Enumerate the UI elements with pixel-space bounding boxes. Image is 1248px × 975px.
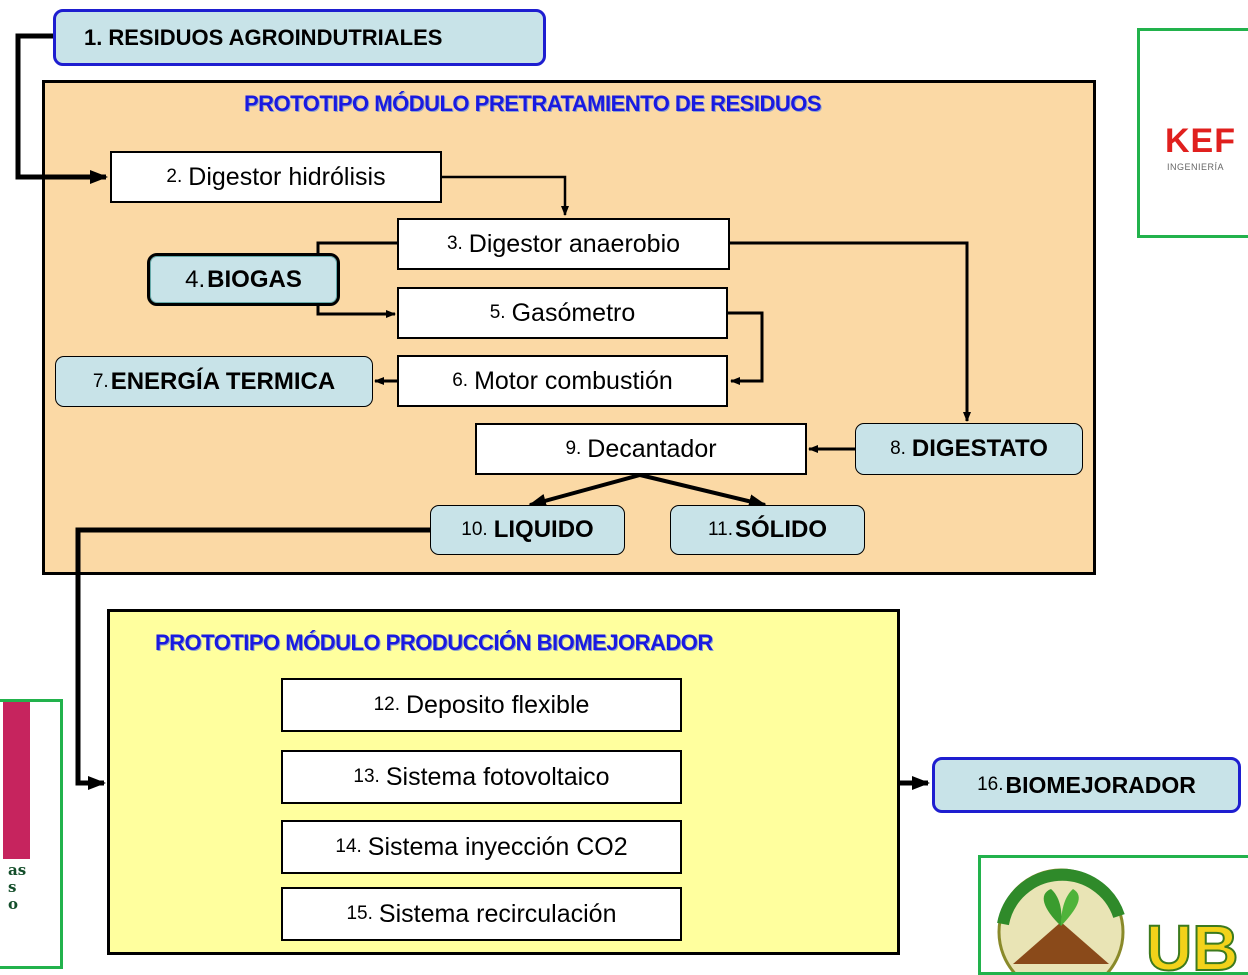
arrow-5-to-6 [728,311,764,385]
arrow-2-to-3 [442,175,569,216]
step-12-number: 12. [373,694,400,715]
step-2-digestor-hidrolisis: 2. Digestor hidrólisis [110,151,442,203]
step-7-number: 7. [92,370,109,392]
university-logo-line-3: o [8,895,19,913]
step-6-motor-combustion: 6. Motor combustión [397,355,728,407]
step-10-number: 10. [461,519,488,540]
ub-logo-frame: UB [978,855,1248,975]
arrow-9-to-11 [639,473,767,509]
step-13-sistema-fotovoltaico: 13. Sistema fotovoltaico [281,750,682,804]
step-4-number: 4. [185,265,206,293]
step-1-number: 1. [84,24,103,50]
step-12-deposito-flexible: 12. Deposito flexible [281,678,682,732]
step-2-number: 2. [166,166,183,187]
step-9-number: 9. [565,438,582,459]
university-logo-frame: as s o [0,699,63,969]
step-8-label: DIGESTATO [911,435,1048,462]
arrow-3-to-8 [730,241,971,422]
step-8-number: 8. [890,438,906,459]
step-11-label: SÓLIDO [735,516,828,543]
step-14-number: 14. [335,836,362,857]
arrow-9-to-10 [528,473,641,508]
step-7-label: ENERGÍA TERMICA [110,367,336,395]
residuos-input-box: 1. RESIDUOS AGROINDUTRIALES [53,9,546,66]
step-13-number: 13. [353,766,380,787]
step-16-label: BIOMEJORADOR [1005,771,1196,798]
university-logo-text: as s o [8,862,26,913]
step-2-label: Digestor hidrólisis [188,162,386,191]
step-16-number: 16. [977,774,1004,795]
step-3-label: Digestor anaerobio [468,229,681,258]
kef-logo-text: KEF [1165,122,1236,160]
step-14-label: Sistema inyección CO2 [367,832,628,861]
step-4-biogas: 4. BIOGAS [147,253,340,306]
kef-logo-subtitle: INGENIERÍA [1167,162,1225,172]
step-6-label: Motor combustión [474,366,673,395]
step-5-label: Gasómetro [511,298,636,327]
step-9-decantador: 9. Decantador [475,423,807,475]
university-logo-line-1: as [8,861,27,879]
step-11-number: 11. [707,519,733,540]
step-10-label: LIQUIDO [493,516,594,543]
module-pretratamiento-title: PROTOTIPO MÓDULO PRETRATAMIENTO DE RESID… [244,91,822,116]
step-5-number: 5. [489,302,506,323]
step-10-liquido: 10. LIQUIDO [430,505,625,555]
ub-logo-text: UB [1145,912,1239,975]
arrow-1-to-2 [15,33,108,184]
kef-logo-frame: KEF INGENIERÍA [1137,28,1248,238]
step-11-solido: 11. SÓLIDO [670,505,865,555]
plant-emblem-icon [997,868,1125,972]
step-15-sistema-recirculacion: 15. Sistema recirculación [281,887,682,941]
step-12-label: Deposito flexible [405,690,590,719]
step-8-digestato: 8. DIGESTATO [855,423,1083,475]
step-14-sistema-inyeccion-co2: 14. Sistema inyección CO2 [281,820,682,874]
step-7-energia-termica: 7. ENERGÍA TERMICA [55,356,373,407]
step-4-label: BIOGAS [207,265,302,293]
step-1-label: RESIDUOS AGROINDUTRIALES [108,24,443,50]
arrow-10-to-moduleb [75,527,430,790]
step-9-label: Decantador [587,434,717,463]
arrow-4-to-5 [316,303,396,318]
module-biomejorador-title: PROTOTIPO MÓDULO PRODUCCIÓN BIOMEJORADOR [155,630,713,655]
step-15-number: 15. [346,903,373,924]
step-15-label: Sistema recirculación [378,899,617,928]
step-3-number: 3. [446,233,463,254]
university-logo-band [3,702,30,859]
step-16-biomejorador-output: 16. BIOMEJORADOR [932,757,1241,813]
step-6-number: 6. [452,370,469,391]
step-3-digestor-anaerobio: 3. Digestor anaerobio [397,218,730,270]
step-13-label: Sistema fotovoltaico [385,762,610,791]
university-logo-line-2: s [8,878,17,896]
step-5-gasometro: 5. Gasómetro [397,287,728,339]
